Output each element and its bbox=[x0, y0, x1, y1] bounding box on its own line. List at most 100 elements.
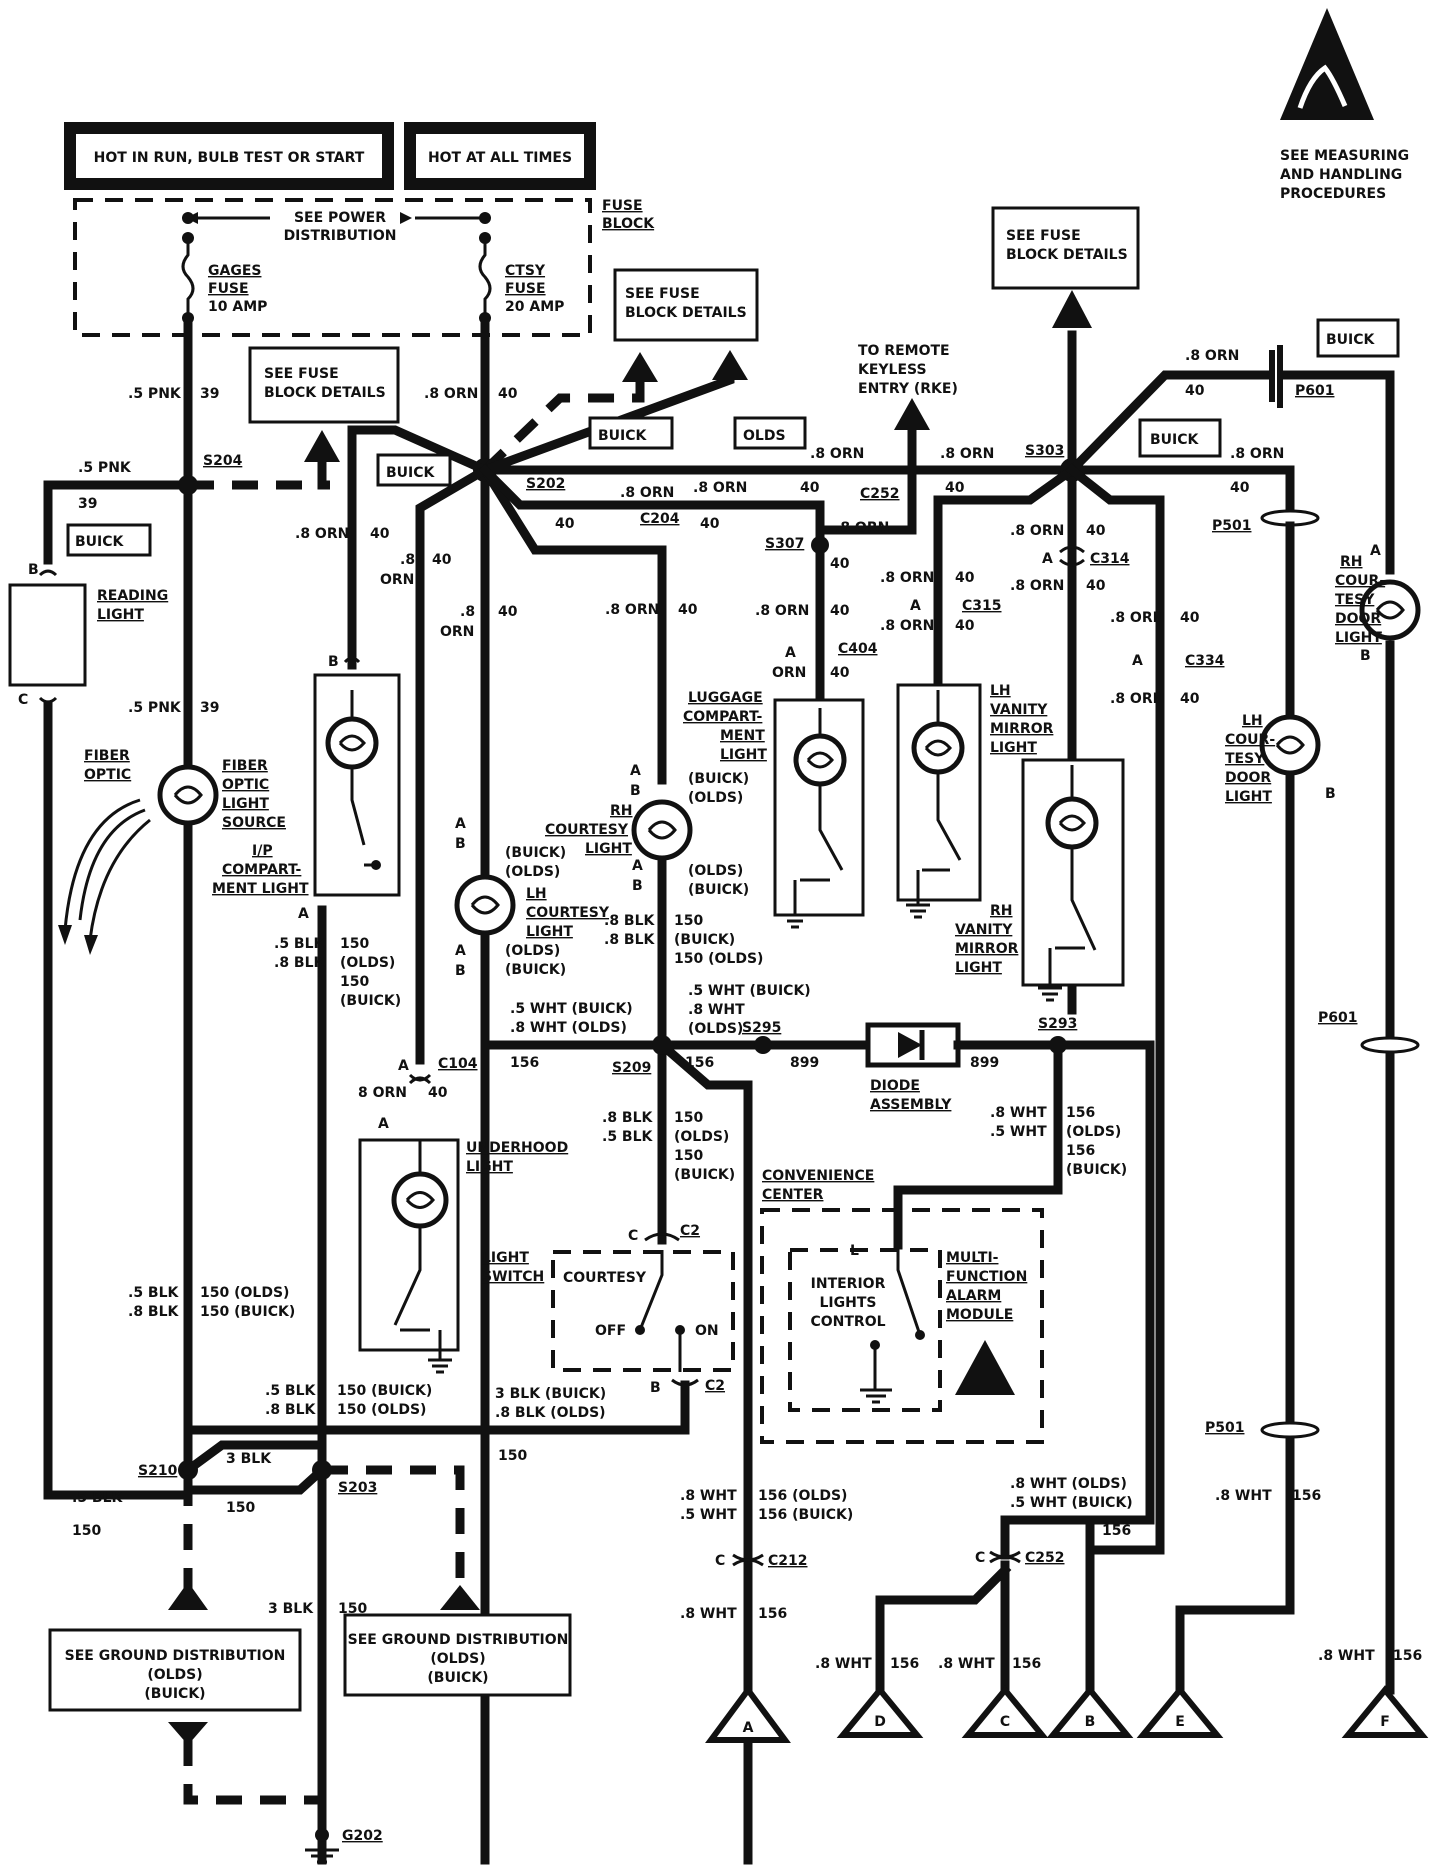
svg-text:A: A bbox=[910, 598, 921, 614]
svg-text:.8 WHT: .8 WHT bbox=[1318, 1648, 1375, 1664]
svg-text:40: 40 bbox=[955, 570, 975, 586]
svg-text:40: 40 bbox=[1086, 578, 1106, 594]
svg-text:150(BUICK)150 (OLDS): 150(BUICK)150 (OLDS) bbox=[674, 913, 763, 967]
svg-text:B: B bbox=[650, 1380, 661, 1396]
c2-top-label: C2 bbox=[680, 1223, 700, 1239]
svg-text:.8: .8 bbox=[400, 552, 415, 568]
svg-text:C: C bbox=[628, 1228, 638, 1244]
svg-text:S203: S203 bbox=[338, 1480, 377, 1496]
svg-text:A: A bbox=[1132, 653, 1143, 669]
svg-text:899: 899 bbox=[970, 1055, 999, 1071]
svg-text:40: 40 bbox=[830, 603, 850, 619]
svg-text:B: B bbox=[455, 963, 466, 979]
svg-text:40: 40 bbox=[370, 526, 390, 542]
svg-text:A: A bbox=[1370, 543, 1381, 559]
svg-text:C: C bbox=[975, 1550, 985, 1566]
esd-warning-icon bbox=[1280, 8, 1374, 120]
svg-text:899: 899 bbox=[790, 1055, 819, 1071]
hot-run-label: HOT IN RUN, BULB TEST OR START bbox=[94, 150, 365, 166]
rh-door-bulb bbox=[1359, 579, 1421, 641]
svg-text:.8 BLK.5 BLK: .8 BLK.5 BLK bbox=[602, 1110, 654, 1145]
svg-text:.5 BLK: .5 BLK bbox=[72, 1490, 124, 1506]
svg-text:A: A bbox=[455, 816, 466, 832]
svg-text:.8 ORN: .8 ORN bbox=[1110, 691, 1164, 707]
p601-mid-label: P601 bbox=[1318, 1010, 1357, 1026]
diode-box bbox=[865, 1022, 961, 1068]
svg-text:S307: S307 bbox=[765, 536, 804, 552]
svg-text:40: 40 bbox=[830, 665, 850, 681]
svg-text:B: B bbox=[632, 878, 643, 894]
c252-top-label: C252 bbox=[860, 486, 900, 502]
svg-text:S295: S295 bbox=[742, 1020, 781, 1036]
convenience-center-box bbox=[760, 1208, 1044, 1444]
svg-text:B: B bbox=[1360, 648, 1371, 664]
c2-bot-label: C2 bbox=[705, 1378, 725, 1394]
svg-text:OFF: OFF bbox=[595, 1323, 626, 1339]
svg-text:40: 40 bbox=[498, 386, 518, 402]
svg-text:.8: .8 bbox=[460, 604, 475, 620]
svg-text:150: 150 bbox=[226, 1500, 255, 1516]
svg-text:.8 ORN: .8 ORN bbox=[620, 485, 674, 501]
svg-text:.5 PNK: .5 PNK bbox=[128, 700, 182, 716]
svg-text:40: 40 bbox=[498, 604, 518, 620]
olds-tag: OLDS bbox=[743, 428, 786, 444]
svg-text:.8 ORN: .8 ORN bbox=[880, 618, 934, 634]
svg-text:S210: S210 bbox=[138, 1463, 178, 1479]
svg-text:40: 40 bbox=[1230, 480, 1250, 496]
p501-bot-label: P501 bbox=[1205, 1420, 1244, 1436]
fuse-block-outline bbox=[73, 198, 592, 337]
svg-text:.8 WHT: .8 WHT bbox=[815, 1656, 872, 1672]
svg-text:B: B bbox=[328, 654, 339, 670]
svg-text:C: C bbox=[18, 692, 28, 708]
svg-text:A: A bbox=[455, 943, 466, 959]
c104-label: C104 bbox=[438, 1056, 478, 1072]
svg-text:.8 ORN: .8 ORN bbox=[1230, 446, 1284, 462]
svg-text:.8 WHT: .8 WHT bbox=[680, 1606, 737, 1622]
svg-text:3 BLK: 3 BLK bbox=[226, 1451, 272, 1467]
svg-text:.8 ORN: .8 ORN bbox=[295, 526, 349, 542]
svg-text:39: 39 bbox=[200, 386, 219, 402]
svg-text:.8 WHT.5 WHT: .8 WHT.5 WHT bbox=[990, 1105, 1047, 1140]
svg-text:A: A bbox=[378, 1116, 389, 1132]
wire-pnk-top: .5 PNK bbox=[128, 386, 182, 402]
c212-label: C212 bbox=[768, 1553, 808, 1569]
svg-text:156: 156 bbox=[510, 1055, 539, 1071]
svg-text:.8 WHT: .8 WHT bbox=[1215, 1488, 1272, 1504]
svg-text:156: 156 bbox=[758, 1606, 787, 1622]
svg-text:150 (OLDS)150 (BUICK): 150 (OLDS)150 (BUICK) bbox=[200, 1285, 295, 1320]
svg-text:150: 150 bbox=[338, 1601, 367, 1617]
svg-text:.8 ORN: .8 ORN bbox=[810, 446, 864, 462]
output-d bbox=[836, 1685, 924, 1738]
svg-text:E: E bbox=[1175, 1714, 1185, 1730]
hot-all-box bbox=[404, 122, 596, 190]
s303-label: S303 bbox=[1025, 443, 1064, 459]
svg-text:ORN: ORN bbox=[380, 572, 414, 588]
svg-text:.5 PNK: .5 PNK bbox=[78, 460, 132, 476]
svg-text:G202: G202 bbox=[342, 1828, 383, 1844]
svg-text:.5 WHT (BUICK).8 WHT(OLDS): .5 WHT (BUICK).8 WHT(OLDS) bbox=[688, 983, 811, 1037]
reading-light-box bbox=[8, 583, 87, 687]
svg-text:F: F bbox=[1380, 1714, 1390, 1730]
buick-reading-tag: BUICK bbox=[75, 534, 125, 550]
svg-text:.8 ORN: .8 ORN bbox=[693, 480, 747, 496]
svg-text:ORN: ORN bbox=[772, 665, 806, 681]
svg-text:.8 ORN: .8 ORN bbox=[755, 603, 809, 619]
svg-text:.8 ORN: .8 ORN bbox=[1010, 578, 1064, 594]
s202-label: S202 bbox=[526, 476, 565, 492]
svg-text:40: 40 bbox=[432, 552, 452, 568]
output-e bbox=[1136, 1685, 1224, 1738]
svg-text:156 (OLDS)156 (BUICK): 156 (OLDS)156 (BUICK) bbox=[758, 1488, 853, 1523]
svg-text:.8 BLK.8 BLK: .8 BLK.8 BLK bbox=[604, 913, 656, 948]
svg-text:156: 156 bbox=[1393, 1648, 1422, 1664]
